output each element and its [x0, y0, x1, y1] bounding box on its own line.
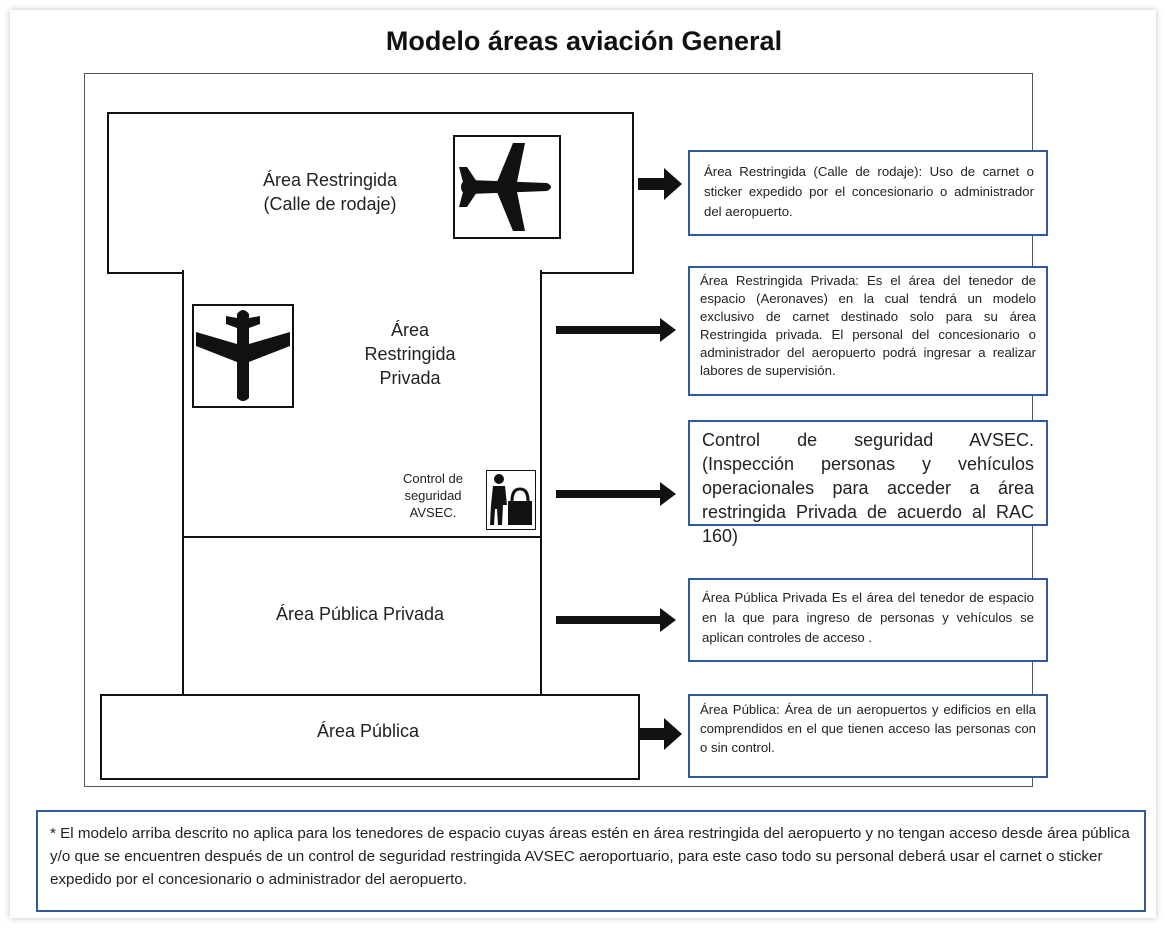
right-arrow-icon	[556, 608, 676, 632]
airplane-side-icon	[453, 135, 561, 239]
diagram-title: Modelo áreas aviación General	[385, 26, 783, 56]
description-restricted-taxiway: Área Restringida (Calle de rodaje): Uso …	[688, 150, 1048, 236]
zone-label-line: (Calle de rodaje)	[263, 194, 397, 214]
control-label-line: seguridad	[404, 488, 462, 503]
control-label-line: Control de	[403, 471, 463, 486]
zone-restricted-private-label: Área Restringida Privada	[340, 318, 480, 390]
description-security-control: Control de seguridad AVSEC. (Inspección …	[688, 420, 1048, 546]
right-arrow-icon	[556, 482, 676, 506]
zone-public	[100, 694, 640, 780]
zone-label-line: Área Restringida	[262, 170, 398, 190]
zone-label-line: Privada	[379, 368, 441, 388]
zone-public-private-label: Área Pública Privada	[275, 604, 445, 624]
right-arrow-icon	[638, 718, 682, 750]
description-public: Área Pública: Área de un aeropuertos y e…	[688, 694, 1048, 778]
zone-label-line: Área	[390, 320, 430, 340]
airplane-top-icon	[192, 304, 294, 408]
footnote: * El modelo arriba descrito no aplica pa…	[36, 810, 1146, 912]
control-label-line: AVSEC.	[409, 505, 457, 520]
zone-public-label: Área Pública	[316, 721, 420, 741]
right-arrow-icon	[556, 318, 676, 342]
security-control-label: Control de seguridad AVSEC.	[388, 470, 478, 521]
zone-label-line: Restringida	[364, 344, 456, 364]
description-public-private: Área Pública Privada Es el área del tene…	[688, 578, 1048, 662]
description-restricted-private: Área Restringida Privada: Es el área del…	[688, 266, 1048, 396]
security-person-lock-icon	[486, 470, 536, 530]
right-arrow-icon	[638, 168, 682, 200]
zone-restricted-taxiway-label: Área Restringida (Calle de rodaje)	[200, 168, 460, 216]
